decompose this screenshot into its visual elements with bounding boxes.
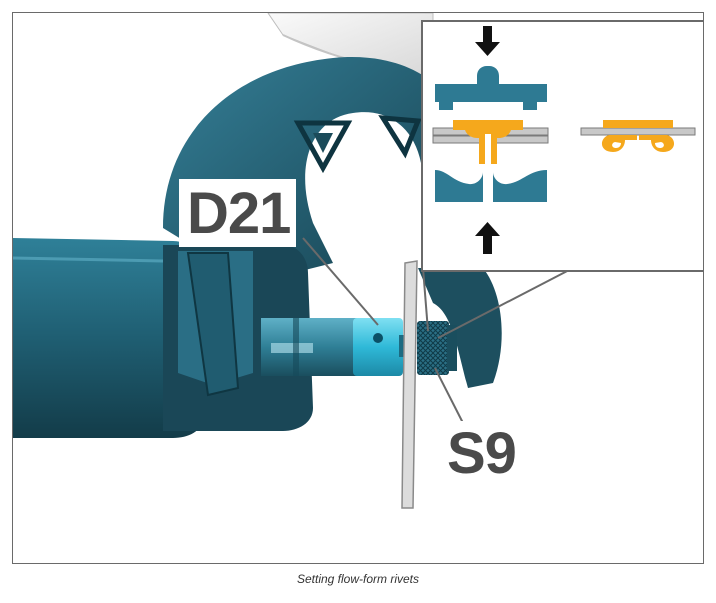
figure-caption: Setting flow-form rivets [296, 572, 420, 586]
up-arrow-icon [475, 222, 500, 254]
figure-frame: D21 S9 [12, 12, 704, 564]
label-d21: D21 [179, 179, 297, 247]
down-arrow-icon [475, 26, 500, 56]
rivet-diagram [432, 26, 696, 254]
label-s9: S9 [441, 421, 524, 487]
rivet-diagram-inset [421, 20, 703, 272]
